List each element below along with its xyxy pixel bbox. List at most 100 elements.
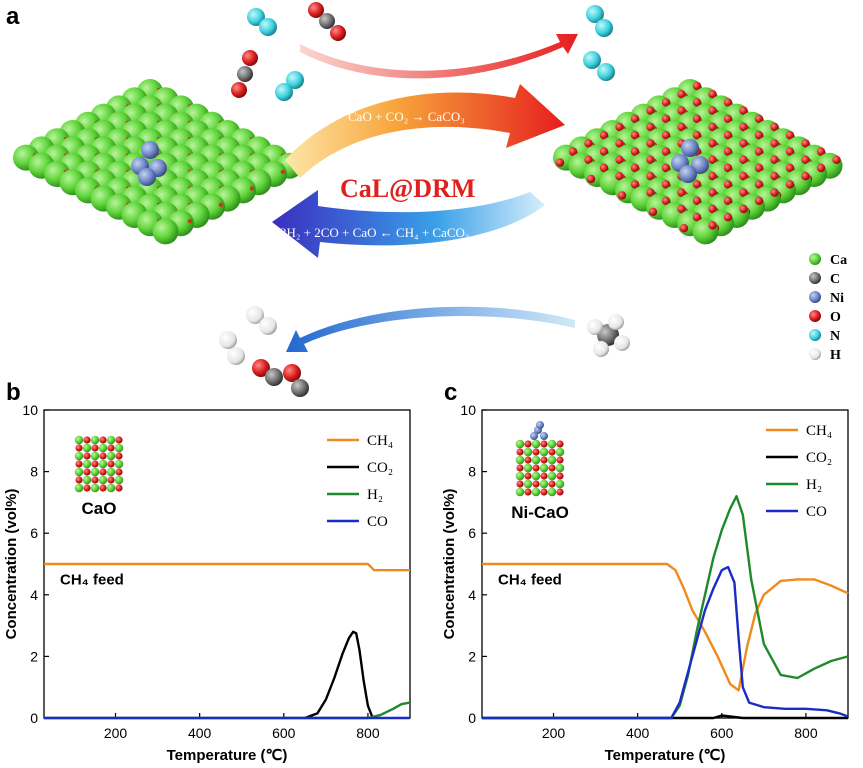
ni-atom [138,168,156,186]
o-atom [739,155,748,164]
inset-ca-atom [106,435,116,445]
x-tick-label: 200 [104,725,128,741]
co2-molecule-icon [231,50,258,98]
o-atom [832,155,841,164]
o-atom [754,114,764,124]
ni-atom [141,141,159,159]
o-atom [280,169,286,175]
legend-label: CO₂ [367,460,393,476]
o-atom [708,139,717,148]
o-atom [218,202,224,207]
inset-label: Ni-CaO [511,503,569,522]
o-atom [770,188,779,197]
feed-annotation: CH₄ feed [498,571,562,588]
o-atom [723,180,733,189]
inset-label: CaO [82,499,117,518]
o-atom [785,131,795,140]
inset-o-atom [75,460,83,468]
inset-o-atom [556,456,564,464]
o-atom [801,172,810,181]
series-line [482,495,849,720]
inset-ca-atom [531,439,541,449]
reaction-bottom-label: 2H₂ + 2CO + CaO ← CH₄ + CaCO₃ [280,225,469,240]
inset-ca-atom [547,455,557,465]
o-atom [677,188,686,197]
inset-ca-atom [114,443,124,453]
o-atom [723,114,733,124]
o-atom [661,163,671,173]
inset-o-atom [532,480,540,488]
inset-o-atom [524,488,532,496]
legend-label: CO₂ [806,450,832,466]
cal-drm-title: CaL@DRM [340,174,475,203]
legend-label-n: N [830,329,840,344]
inset-ni-atom [530,432,538,440]
y-tick-label: 6 [468,525,476,541]
legend-label: CH₄ [806,423,832,439]
o-atom [785,147,795,156]
inset-o-atom [99,436,107,444]
legend-label-ca: Ca [830,253,847,268]
o-atom [692,196,702,205]
o-atom [584,139,593,148]
o-atom [770,172,779,181]
y-tick-label: 10 [22,402,38,418]
o-atom [661,114,671,124]
legend-label-c: C [830,272,840,287]
inset-o-atom [83,452,91,460]
o-atom [770,155,779,164]
inset-ca-atom [114,459,124,469]
inset-o-atom [540,488,548,496]
inset-ni-atom [536,421,544,429]
inset-o-atom [524,472,532,480]
series-line [482,562,849,692]
o-atom [677,106,686,115]
o-atom [816,163,826,173]
o-atom [586,174,596,184]
x-tick-label: 400 [626,725,650,741]
legend-label-ni: Ni [830,291,844,306]
o-atom [708,204,717,214]
ca-atom [152,218,179,245]
n2-molecule-icon [275,71,304,101]
o-atom [630,114,640,124]
inset-ca-atom [106,467,116,477]
x-axis-title: Temperature (℃) [605,747,726,764]
inset-o-atom [99,452,107,460]
legend-label: CH₄ [367,433,393,449]
o-atom [599,147,609,156]
o-atom [661,131,671,140]
inset-o-atom [532,448,540,456]
legend-label: CO [367,514,388,530]
caco3-slab-illustration [553,79,843,245]
legend-swatch-c [809,272,821,284]
o-atom [661,147,671,156]
o-atom [646,155,655,164]
series-line [44,562,410,572]
inset-ca-atom [106,483,116,493]
o-atom [692,81,702,91]
inset-o-atom [524,440,532,448]
o-atom [739,106,748,115]
inset-ca-atom [523,463,533,473]
o-atom [692,98,702,107]
o-atom [739,139,748,148]
o-atom [661,180,671,189]
o-atom [677,90,686,99]
y-tick-label: 4 [468,587,476,603]
o-atom [770,122,779,132]
x-tick-label: 600 [710,725,734,741]
o-atom [646,122,655,132]
inset-o-atom [516,480,524,488]
inset-ca-atom [90,451,100,461]
o-atom [692,131,702,140]
o-atom [661,196,671,205]
reaction-top-label: CaO + CO₂ → CaCO₃ [348,109,465,124]
o-atom [816,147,826,156]
legend-swatch-o [809,310,821,322]
o-atom [646,106,655,115]
n2-molecule-icon [583,51,615,81]
n2-molecule-icon [586,5,613,37]
inset-ca-atom [531,487,541,497]
